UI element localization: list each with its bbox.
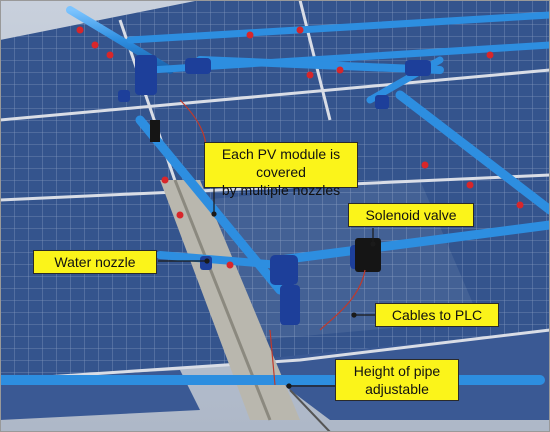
callout-cables-to-plc: Cables to PLC (375, 303, 499, 327)
pipe-network (0, 6, 550, 385)
callout-water-nozzle: Water nozzle (33, 250, 157, 274)
callout-height-adjustable: Height of pipe adjustable (335, 359, 459, 401)
callout-pv-module: Each PV module is covered by multiple no… (204, 142, 358, 198)
water-nozzles (76, 26, 524, 269)
callout-solenoid-valve: Solenoid valve (348, 203, 474, 227)
solenoid-valve (150, 120, 381, 272)
callout-leaders (158, 188, 376, 389)
